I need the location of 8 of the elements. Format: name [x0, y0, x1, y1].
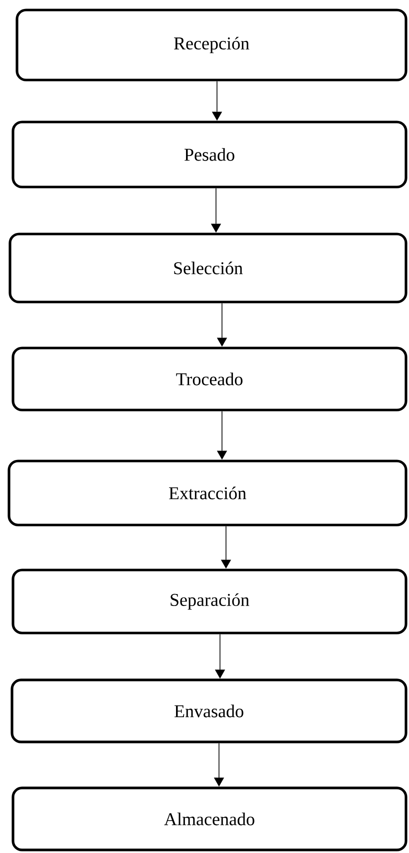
- process-box: Recepción: [16, 8, 408, 82]
- process-box: Envasado: [10, 678, 408, 744]
- process-box: Selección: [8, 232, 408, 304]
- process-box: Troceado: [12, 346, 408, 412]
- process-box: Extracción: [8, 460, 408, 526]
- process-box: Almacenado: [12, 786, 408, 852]
- process-box: Separación: [12, 568, 408, 634]
- process-box: Pesado: [12, 120, 408, 188]
